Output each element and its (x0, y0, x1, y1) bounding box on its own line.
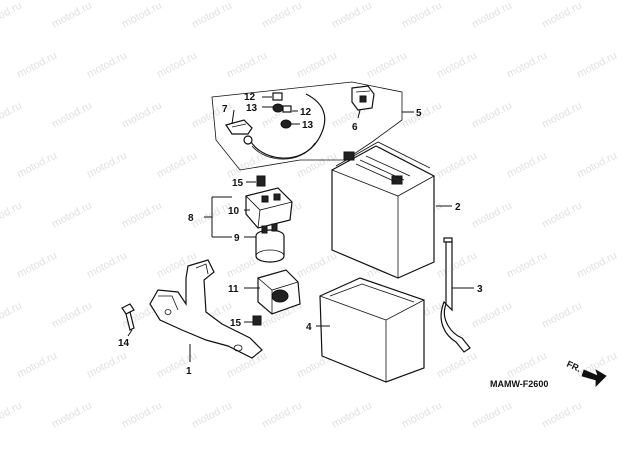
part-12-nut-left (272, 92, 283, 101)
part-6-terminal-cover (351, 85, 375, 111)
part-15-fuse-top (256, 175, 266, 187)
callout-9: 9 (234, 233, 240, 244)
callout-2: 2 (455, 202, 461, 213)
part-9-relay (255, 223, 285, 263)
diagram-code: MAMW-F2600 (490, 379, 548, 389)
group-outline-cables (211, 81, 403, 171)
callout-13-right: 13 (302, 120, 314, 131)
part-13-bolt-left (272, 103, 284, 113)
callout-1: 1 (186, 366, 192, 377)
front-direction-arrow: FR. (565, 359, 607, 387)
callout-12-left: 12 (244, 92, 256, 103)
callout-15-bottom: 15 (230, 318, 242, 329)
callout-4: 4 (306, 322, 312, 333)
part-12-nut-right (282, 105, 292, 113)
callout-7: 7 (222, 104, 228, 115)
arrow-icon (581, 369, 607, 387)
cable-terminal-end (243, 135, 253, 145)
callout-3: 3 (477, 284, 483, 295)
callout-8: 8 (188, 213, 194, 224)
callout-15-top: 15 (232, 178, 244, 189)
part-7-terminal (225, 119, 253, 135)
callout-13-left: 13 (246, 103, 258, 114)
callout-14: 14 (118, 338, 130, 349)
part-1-bracket (149, 259, 263, 359)
part-13-bolt-right (280, 119, 292, 129)
callout-12-right: 12 (300, 107, 312, 118)
part-4-battery-case (319, 277, 425, 383)
part-10-starter-relay (245, 187, 293, 229)
direction-label: FR. (565, 359, 582, 374)
callout-6: 6 (352, 122, 358, 133)
part-11-relay-cover (257, 269, 301, 315)
callout-10: 10 (228, 206, 240, 217)
leader-lines (127, 96, 474, 362)
part-14-bolt (121, 303, 135, 331)
callout-5: 5 (416, 108, 422, 119)
callout-11: 11 (228, 284, 239, 295)
part-2-battery (331, 141, 435, 279)
part-15-fuse-bottom (252, 315, 262, 326)
part-3-breather-tube (440, 237, 471, 353)
